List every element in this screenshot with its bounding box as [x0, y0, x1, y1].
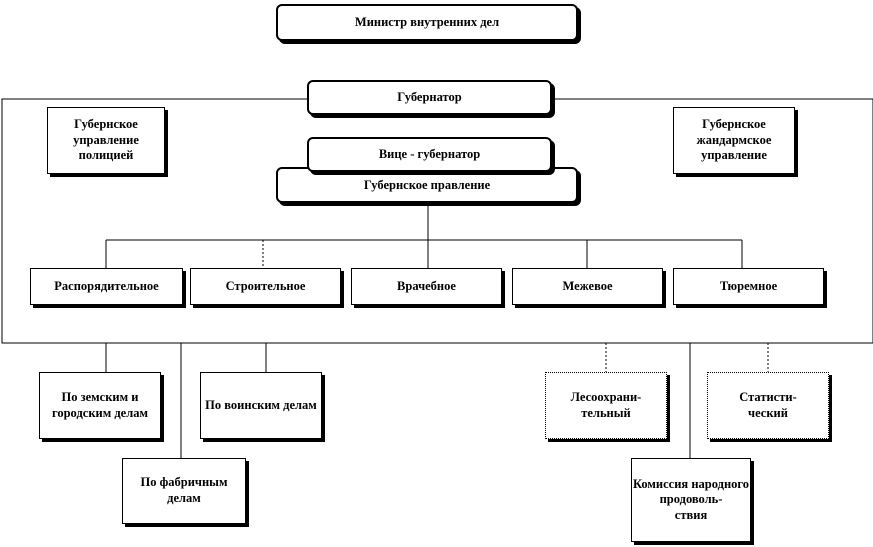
- dept-construction-node: Строительное: [190, 268, 341, 305]
- dept-survey-label: Межевое: [562, 278, 613, 293]
- governor-frame-line: [1, 98, 873, 344]
- board-label: Губернское правление: [363, 178, 491, 192]
- office-factory-node: По фабричным делам: [122, 458, 246, 524]
- dept-construction-label: Строительное: [225, 278, 306, 293]
- police-label: Губернское управление полицией: [73, 117, 139, 163]
- office-zemstvo-node: По земским и городским делам: [39, 372, 161, 439]
- office-factory-label: По фабричным делам: [140, 475, 228, 505]
- office-food-label: Комиссия народного продоволь- ствия: [632, 476, 750, 522]
- office-forest-node: Лесоохрани- тельный: [545, 372, 667, 439]
- office-forest-label: Лесоохрани- тельный: [570, 389, 642, 420]
- dept-survey-node: Межевое: [512, 268, 663, 305]
- office-food-node: Комиссия народного продоволь- ствия: [631, 458, 751, 542]
- dept-medical-node: Врачебное: [351, 268, 502, 305]
- dept-prison-node: Тюремное: [673, 268, 824, 305]
- minister-node: Министр внутренних дел: [276, 4, 578, 41]
- minister-label: Министр внутренних дел: [354, 14, 500, 29]
- office-zemstvo-label: По земским и городским делам: [51, 389, 149, 420]
- dept-medical-label: Врачебное: [397, 278, 456, 293]
- gendarme-label: Губернское жандармское управление: [696, 117, 772, 163]
- governor-label: Губернатор: [397, 89, 462, 104]
- vice-governor-node: Вице - губернатор: [307, 137, 552, 172]
- police-node: Губернское управление полицией: [47, 107, 165, 174]
- board-node: Губернское правление: [276, 167, 578, 203]
- dept-administrative-label: Распорядительное: [54, 278, 159, 293]
- office-statistics-node: Статисти- ческий: [707, 372, 829, 439]
- office-statistics-label: Статисти- ческий: [739, 389, 797, 420]
- office-military-label: По воинским делам: [205, 397, 317, 412]
- governor-node: Губернатор: [307, 80, 552, 115]
- vice-governor-label: Вице - губернатор: [378, 146, 481, 161]
- dept-administrative-node: Распорядительное: [30, 268, 183, 305]
- gendarme-node: Губернское жандармское управление: [673, 107, 795, 174]
- dept-prison-label: Тюремное: [719, 278, 778, 293]
- office-military-node: По воинским делам: [200, 372, 322, 439]
